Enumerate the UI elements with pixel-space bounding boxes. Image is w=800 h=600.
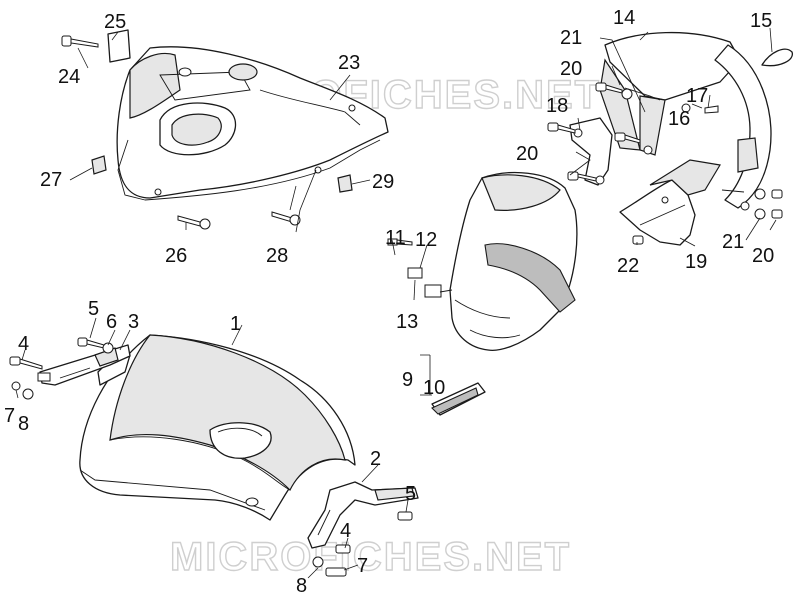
leader-lines — [15, 27, 777, 579]
part-2-bracket — [307, 481, 419, 577]
callout-29: 29 — [372, 171, 394, 193]
callout-20-mid: 20 — [516, 143, 538, 165]
callout-20-top: 20 — [560, 58, 582, 80]
callout-14: 14 — [613, 7, 635, 29]
callout-7-left: 7 — [4, 405, 15, 427]
callout-8-left: 8 — [18, 413, 29, 435]
callout-1: 1 — [230, 313, 241, 335]
watermark-bottom: MICROFICHES.NET — [170, 535, 571, 579]
callout-19: 19 — [685, 251, 707, 273]
callout-3: 3 — [128, 311, 139, 333]
callout-25: 25 — [104, 11, 126, 33]
hardware-right-rear — [595, 82, 783, 245]
callouts: 1 2 3 4 4 5 5 6 7 7 8 8 9 10 11 12 13 14… — [4, 7, 774, 597]
callout-4-right: 4 — [340, 520, 351, 542]
callout-24: 24 — [58, 66, 80, 88]
callout-8-right: 8 — [296, 575, 307, 597]
callout-10: 10 — [423, 377, 445, 399]
callout-16: 16 — [668, 108, 690, 130]
callout-13: 13 — [396, 311, 418, 333]
callout-28: 28 — [266, 245, 288, 267]
callout-20-right: 20 — [752, 245, 774, 267]
part-18-bracket — [547, 117, 613, 186]
callout-17: 17 — [686, 85, 708, 107]
callout-5-right: 5 — [405, 483, 416, 505]
callout-15: 15 — [750, 10, 772, 32]
part-rear-frame-rail — [714, 44, 772, 211]
callout-12: 12 — [415, 229, 437, 251]
callout-21-top: 21 — [560, 27, 582, 49]
callout-4-left: 4 — [18, 333, 29, 355]
callout-22: 22 — [617, 255, 639, 277]
callout-11: 11 — [385, 227, 406, 249]
callout-21-right: 21 — [722, 231, 744, 253]
callout-6: 6 — [106, 311, 117, 333]
part-23-inner-shield — [116, 46, 389, 201]
part-1-front-fender — [79, 334, 356, 521]
callout-23: 23 — [338, 52, 360, 74]
callout-7-right: 7 — [357, 555, 368, 577]
part-9-rear-mudguard — [387, 171, 578, 351]
callout-26: 26 — [165, 245, 187, 267]
part-10-mud-flap — [431, 382, 486, 416]
part-15-cap — [761, 48, 793, 67]
part-19-rear-liner — [619, 159, 721, 246]
callout-9: 9 — [402, 369, 413, 391]
hardware-left-fender — [9, 337, 114, 400]
callout-27: 27 — [40, 169, 62, 191]
part-14-rear-hugger — [599, 31, 741, 156]
callout-5-left: 5 — [88, 298, 99, 320]
callout-2: 2 — [370, 448, 381, 470]
callout-18: 18 — [546, 95, 568, 117]
